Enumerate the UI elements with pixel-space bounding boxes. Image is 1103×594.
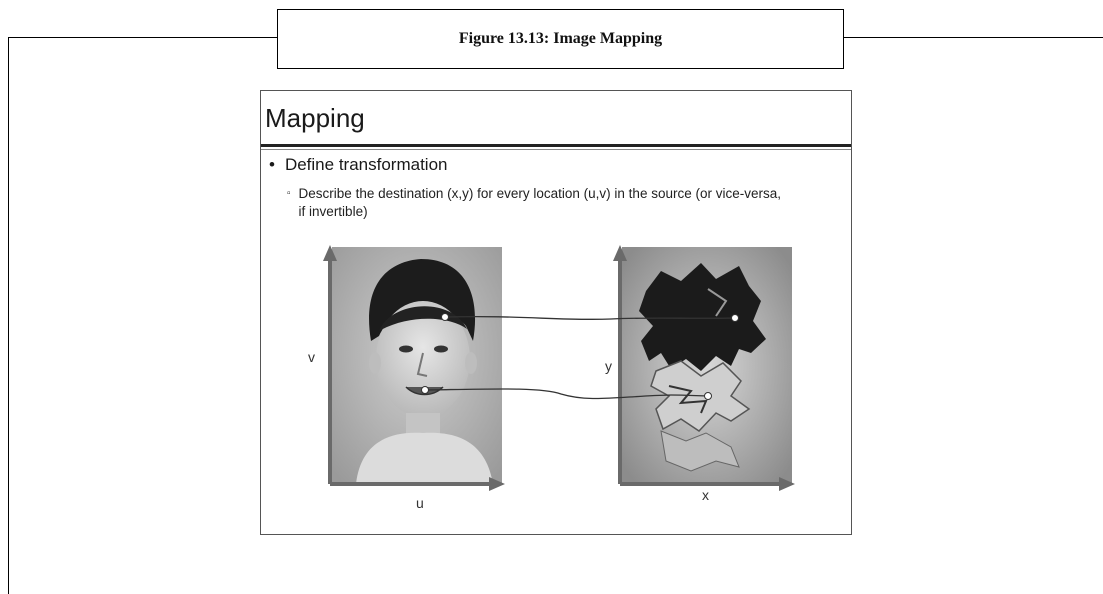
source-horizontal-axis-label: u: [416, 495, 424, 511]
source-photo: [332, 247, 502, 484]
bullet-marker: •: [269, 155, 275, 174]
frame-left-line: [8, 37, 9, 594]
mapping-illustration: [323, 245, 795, 491]
dest-axes: [613, 245, 795, 491]
bullet-item: • Define transformation: [269, 155, 447, 175]
source-axes: [323, 245, 505, 491]
sub-bullet-item: ▫ Describe the destination (x,y) for eve…: [287, 185, 787, 221]
title-divider: [261, 144, 851, 147]
dest-vertical-axis-label: y: [605, 358, 612, 374]
dest-horizontal-axis-label: x: [702, 487, 709, 503]
sub-bullet-text: Describe the destination (x,y) for every…: [298, 186, 781, 219]
mapping-lines: [421, 313, 739, 400]
frame-top-left-line: [8, 37, 278, 38]
sub-bullet-marker: ▫: [287, 188, 291, 199]
title-divider-thin: [261, 149, 851, 150]
slide-image: Mapping • Define transformation ▫ Descri…: [260, 90, 852, 535]
warped-photo: [622, 247, 792, 484]
source-vertical-axis-label: v: [308, 349, 315, 365]
slide-title: Mapping: [265, 103, 365, 133]
figure-caption: Figure 13.13: Image Mapping: [277, 9, 844, 69]
frame-top-right-line: [843, 37, 1103, 38]
bullet-text: Define transformation: [284, 155, 448, 174]
